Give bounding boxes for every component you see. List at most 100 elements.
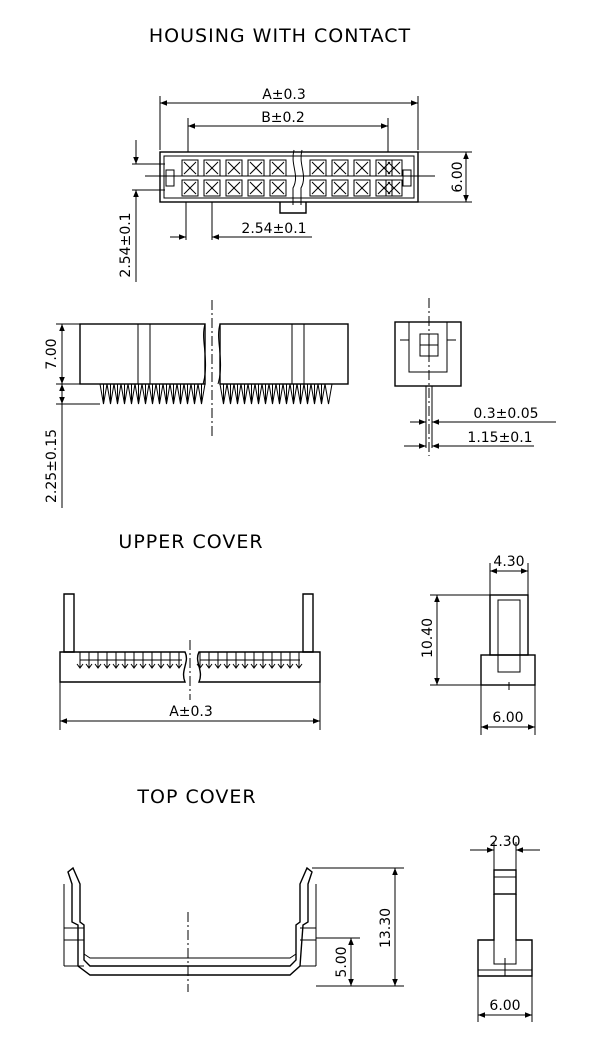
upper-cover-side-view	[480, 594, 536, 690]
contact-cell	[247, 179, 265, 197]
upper-cover-front-view	[59, 593, 321, 700]
housing-dim-pin-gap: 1.15±0.1	[404, 430, 534, 449]
cover-tooth-tip	[121, 663, 129, 669]
top-cover-dim-base-w-label: 6.00	[489, 998, 520, 1014]
housing-front-view	[79, 300, 349, 438]
contact-cross	[333, 181, 347, 195]
upper-cover-dim-base-w: 6.00	[480, 685, 536, 735]
upper-cover-dim-a-label: A±0.3	[169, 704, 213, 720]
contact-cross	[387, 181, 401, 195]
housing-dim-pin-len: 2.25±0.15	[44, 384, 100, 508]
housing-dim-a-label: A±0.3	[262, 87, 306, 103]
contact-cell	[353, 179, 371, 197]
upper-cover-dim-height: 10.40	[420, 594, 490, 686]
contact-cell	[269, 179, 287, 197]
housing-dim-width-label: 6.00	[450, 161, 466, 192]
contact-cross	[227, 181, 241, 195]
upper-cover-dim-top-w-label: 4.30	[493, 554, 524, 570]
contact-cross	[355, 181, 369, 195]
cover-tooth-tip	[103, 663, 111, 669]
housing-dim-pitch-v-label: 2.54±0.1	[118, 212, 134, 277]
contact-cross	[355, 161, 369, 175]
top-cover-dim-total-h: 13.30	[312, 867, 404, 987]
housing-dim-pin-thk: 0.3±0.05	[410, 406, 556, 448]
top-cover-side-view	[477, 869, 533, 977]
housing-dim-width: 6.00	[418, 151, 472, 203]
contact-cross	[205, 161, 219, 175]
contact-pins	[219, 383, 333, 405]
cover-tooth-tip	[157, 663, 165, 669]
cover-tooth-tip	[148, 663, 156, 669]
cover-tooth-tip	[112, 663, 120, 669]
cover-tooth-tip	[76, 663, 84, 669]
contact-cross	[205, 181, 219, 195]
cover-tooth-tip	[259, 663, 267, 669]
top-cover-dim-top-w-label: 2.30	[489, 834, 520, 850]
cover-tooth-tip	[232, 663, 240, 669]
cover-tooth-tip	[139, 663, 147, 669]
contact-cross	[249, 161, 263, 175]
cover-tooth-tip	[277, 663, 285, 669]
cover-tooth-tip	[196, 663, 204, 669]
cover-tooth-tip	[241, 663, 249, 669]
housing-dim-height: 7.00	[44, 323, 100, 385]
top-cover-dim-lower-h: 5.00	[316, 937, 360, 986]
contact-cell	[331, 179, 349, 197]
top-cover-title: TOP COVER	[136, 786, 256, 808]
contact-cell	[309, 179, 327, 197]
contact-cross	[311, 181, 325, 195]
housing-dim-pitch-h-label: 2.54±0.1	[241, 221, 306, 237]
upper-cover-title: UPPER COVER	[118, 531, 263, 553]
cover-tooth-tip	[286, 663, 294, 669]
housing-dim-pitch-v: 2.54±0.1	[118, 140, 165, 282]
housing-dim-a: A±0.3	[159, 87, 419, 150]
cover-tooth-tip	[223, 663, 231, 669]
contact-cross	[271, 181, 285, 195]
cover-tooth-tip	[130, 663, 138, 669]
cover-tooth-tip	[166, 663, 174, 669]
contact-cross	[183, 181, 197, 195]
contact-cell	[181, 179, 199, 197]
upper-cover-dim-height-label: 10.40	[420, 618, 436, 658]
housing-dim-b: B±0.2	[187, 110, 389, 152]
housing-dim-b-label: B±0.2	[261, 110, 305, 126]
contact-cross	[311, 161, 325, 175]
contact-cross	[387, 161, 401, 175]
contact-cross	[377, 161, 391, 175]
upper-cover-dim-top-w: 4.30	[489, 554, 529, 595]
cover-tooth-tip	[94, 663, 102, 669]
contact-cross	[249, 181, 263, 195]
housing-title: HOUSING WITH CONTACT	[149, 25, 411, 47]
cover-tooth-tip	[175, 663, 183, 669]
contact-cross	[271, 161, 285, 175]
top-cover-front-view	[63, 866, 317, 992]
top-cover-dim-lower-h-label: 5.00	[334, 946, 350, 977]
top-cover-dim-base-w: 6.00	[477, 976, 533, 1022]
upper-cover-dim-a: A±0.3	[59, 682, 321, 730]
housing-top-view	[145, 149, 435, 240]
cover-tooth-tip	[85, 663, 93, 669]
contact-cell	[225, 179, 243, 197]
housing-dim-height-label: 7.00	[44, 338, 60, 369]
contact-cross	[377, 181, 391, 195]
housing-dim-pin-len-label: 2.25±0.15	[44, 429, 60, 503]
contact-cell	[385, 179, 403, 197]
upper-cover-dim-base-w-label: 6.00	[492, 710, 523, 726]
cover-tooth-tip	[250, 663, 258, 669]
top-cover-dim-top-w: 2.30	[470, 834, 540, 870]
contact-cell	[375, 179, 393, 197]
cover-tooth-tip	[295, 663, 303, 669]
contact-cross	[183, 161, 197, 175]
cover-tooth-tip	[205, 663, 213, 669]
top-cover-dim-total-h-label: 13.30	[378, 908, 394, 948]
housing-dim-pin-thk-label: 0.3±0.05	[473, 406, 538, 422]
housing-dim-pin-gap-label: 1.15±0.1	[467, 430, 532, 446]
cover-tooth-tip	[214, 663, 222, 669]
contact-cross	[227, 161, 241, 175]
housing-dim-pitch-h: 2.54±0.1	[170, 214, 312, 240]
contact-cell	[203, 179, 221, 197]
cover-tooth-tip	[268, 663, 276, 669]
housing-side-view	[394, 298, 462, 456]
contact-cross	[333, 161, 347, 175]
